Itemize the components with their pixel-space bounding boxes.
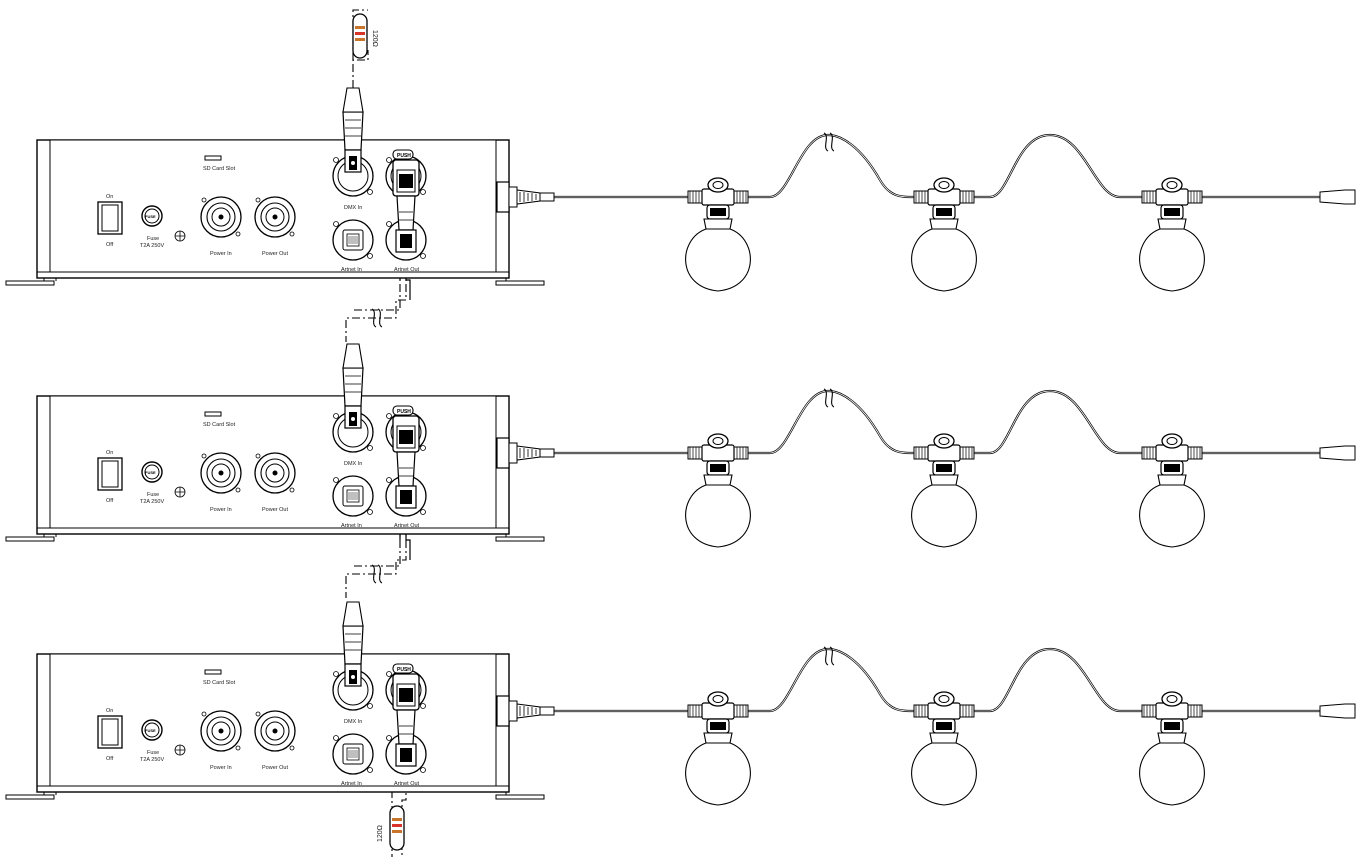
switch-off-label: Off <box>106 242 114 248</box>
power-out-label: Power Out <box>262 765 288 771</box>
fuse-holder-text: FUSE <box>145 470 156 475</box>
switch-off-label: Off <box>106 756 114 762</box>
switch-on-label: On <box>106 708 113 714</box>
power-in-label: Power In <box>210 251 232 257</box>
artnet-out-label: Artnet Out <box>394 523 420 529</box>
fuse-label: Fuse <box>147 750 159 756</box>
push-label: PUSH <box>397 667 411 673</box>
lamp-string-3 <box>554 646 1356 806</box>
artnet-out-label: Artnet Out <box>394 781 420 787</box>
fuse-label: Fuse <box>147 236 159 242</box>
fuse-holder-text: FUSE <box>145 214 156 219</box>
terminator-bottom-label: 120Ω <box>377 825 384 842</box>
artnet-in-label: Artnet In <box>341 267 362 273</box>
switch-on-label: On <box>106 194 113 200</box>
labels-unit-2: SD Card Slot On Off FUSE Fuse T2A 250V P… <box>106 409 420 529</box>
push-label: PUSH <box>397 153 411 159</box>
fuse-rating-label: T2A 250V <box>140 243 164 249</box>
lamp-string-2 <box>554 388 1356 548</box>
fuse-label: Fuse <box>147 492 159 498</box>
lamp-string-1 <box>554 132 1356 292</box>
sd-card-slot-label: SD Card Slot <box>203 166 236 172</box>
dmx-in-label: DMX In <box>344 719 362 725</box>
artnet-in-label: Artnet In <box>341 781 362 787</box>
dmx-in-label: DMX In <box>344 461 362 467</box>
terminator-resistor-bottom: 120Ω <box>377 805 405 851</box>
artnet-in-label: Artnet In <box>341 523 362 529</box>
fuse-rating-label: T2A 250V <box>140 499 164 505</box>
labels-unit-1: SD Card Slot On Off FUSE Fuse T2A 250V P… <box>106 153 420 273</box>
power-out-label: Power Out <box>262 251 288 257</box>
dmx-in-label: DMX In <box>344 205 362 211</box>
terminator-resistor-top: 120Ω <box>352 13 378 59</box>
terminator-top-label: 120Ω <box>371 30 378 47</box>
sd-card-slot-label: SD Card Slot <box>203 422 236 428</box>
switch-on-label: On <box>106 450 113 456</box>
labels-unit-3: SD Card Slot On Off FUSE Fuse T2A 250V P… <box>106 667 420 787</box>
switch-off-label: Off <box>106 498 114 504</box>
artnet-out-label: Artnet Out <box>394 267 420 273</box>
sd-card-slot-label: SD Card Slot <box>203 680 236 686</box>
power-in-label: Power In <box>210 765 232 771</box>
fuse-holder-text: FUSE <box>145 728 156 733</box>
power-out-label: Power Out <box>262 507 288 513</box>
push-label: PUSH <box>397 409 411 415</box>
power-in-label: Power In <box>210 507 232 513</box>
fuse-rating-label: T2A 250V <box>140 757 164 763</box>
